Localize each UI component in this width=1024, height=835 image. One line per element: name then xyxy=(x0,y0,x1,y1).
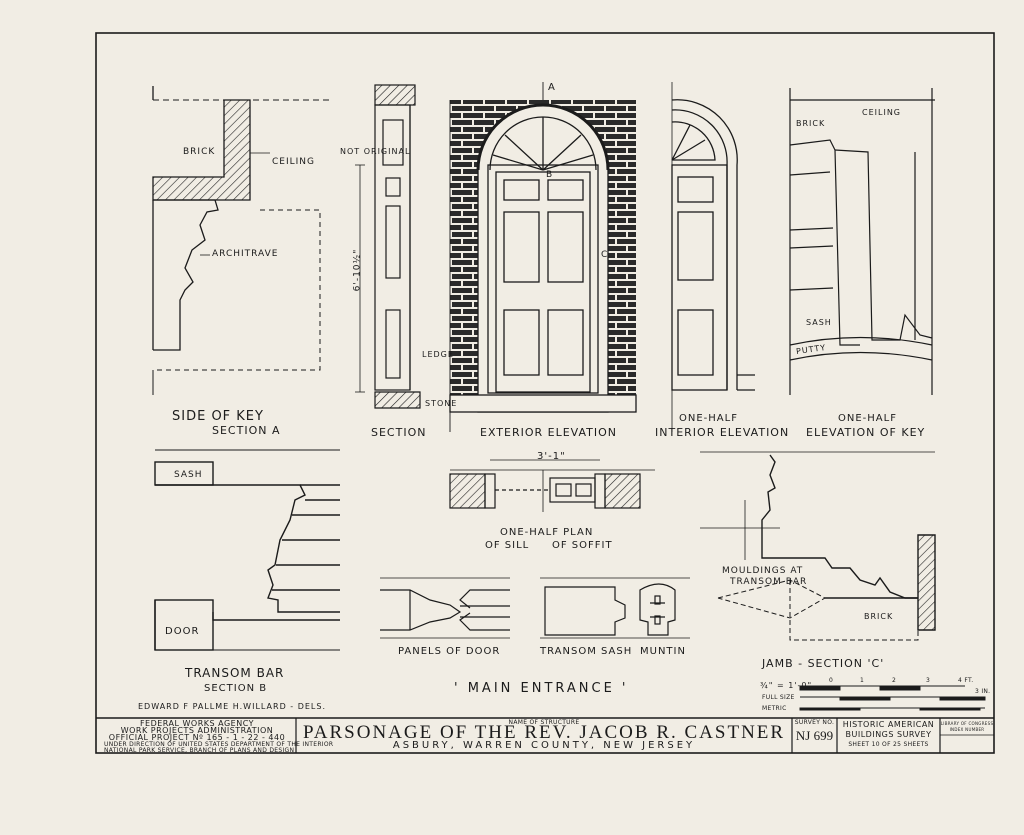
label-mark-c: C xyxy=(601,250,609,260)
scale-tick-2: 2 xyxy=(892,677,897,684)
habs-line-2: BUILDINGS SURVEY xyxy=(845,730,932,739)
transom-sash-drawing xyxy=(540,577,690,639)
scale-tick-0: 0 xyxy=(829,677,834,684)
label-ceiling-key: CEILING xyxy=(862,108,901,117)
label-section-a: SECTION A xyxy=(212,424,281,437)
label-one-half-plan: ONE-HALF PLAN xyxy=(500,527,594,538)
label-one-half-2: ONE-HALF xyxy=(838,413,897,424)
section-drawing xyxy=(355,84,421,409)
label-ceiling-a: CEILING xyxy=(272,157,315,167)
agency-line-3: OFFICIAL PROJECT Nº 165 - 1 - 22 - 440 xyxy=(108,733,286,742)
loc-line-2: INDEX NUMBER xyxy=(949,727,985,732)
label-brick-c: BRICK xyxy=(864,612,894,621)
label-exterior-elevation: EXTERIOR ELEVATION xyxy=(480,426,618,439)
habs-line-1: HISTORIC AMERICAN xyxy=(842,720,935,729)
label-ledge: LEDGE xyxy=(422,350,454,359)
label-mark-b: B xyxy=(546,170,554,180)
scale-tick-1: 1 xyxy=(860,677,865,684)
side-of-key-drawing xyxy=(152,86,330,395)
scale-label-full-size: FULL SIZE xyxy=(762,694,795,701)
label-of-soffit: OF SOFFIT xyxy=(552,540,613,551)
scale-label-inches: 3 IN. xyxy=(975,688,991,695)
agency-line-2: WORK PROJECTS ADMINISTRATION xyxy=(120,726,274,735)
label-width-dimension: 3'-1" xyxy=(537,451,566,462)
label-mouldings-2: TRANSOM BAR xyxy=(730,577,808,587)
label-one-half-1: ONE-HALF xyxy=(679,413,738,424)
sheet-number: SHEET 10 OF 25 SHEETS xyxy=(848,741,929,748)
label-mark-a: A xyxy=(548,82,556,93)
scale-label-feet: 4 FT. xyxy=(958,677,974,684)
label-elevation-of-key: ELEVATION OF KEY xyxy=(806,426,926,439)
scale-tick-3: 3 xyxy=(926,677,931,684)
scale-bar xyxy=(799,685,986,711)
jamb-section-drawing xyxy=(700,451,936,641)
scale-label-metric: METRIC xyxy=(762,705,787,712)
label-section-b: SECTION B xyxy=(204,683,268,694)
agency-line-1: FEDERAL WORKS AGENCY xyxy=(139,719,255,728)
label-interior-elevation: INTERIOR ELEVATION xyxy=(655,426,790,439)
agency-line-5: NATIONAL PARK SERVICE, BRANCH OF PLANS A… xyxy=(104,747,295,754)
transom-bar-drawing xyxy=(154,449,340,651)
label-panels-of-door: PANELS OF DOOR xyxy=(398,646,501,657)
label-sash-key: SASH xyxy=(806,318,832,327)
survey-no-label: SURVEY NO. xyxy=(794,719,835,726)
label-transom-sash: TRANSOM SASH xyxy=(540,646,633,657)
label-delineators: EDWARD F PALLME H.WILLARD - DELS. xyxy=(138,702,327,711)
survey-number: NJ 699 xyxy=(795,728,834,743)
title-block-lines xyxy=(295,718,994,753)
exterior-elevation-drawing xyxy=(449,82,637,432)
name-of-structure-label: NAME OF STRUCTURE xyxy=(508,719,580,726)
label-muntin: MUNTIN xyxy=(640,646,686,657)
label-brick-key: BRICK xyxy=(796,119,826,128)
label-section: SECTION xyxy=(371,426,427,439)
label-door-b: DOOR xyxy=(165,626,200,637)
label-height-dimension: 6'-10½" xyxy=(352,248,363,292)
panels-of-door-drawing xyxy=(380,577,510,639)
label-architrave: ARCHITRAVE xyxy=(212,249,279,259)
label-side-of-key: SIDE OF KEY xyxy=(172,409,264,424)
label-of-sill: OF SILL xyxy=(485,540,530,551)
label-main-entrance: ' MAIN ENTRANCE ' xyxy=(454,681,629,696)
label-sash-b: SASH xyxy=(174,470,203,480)
label-mouldings-1: MOULDINGS AT xyxy=(722,566,804,576)
loc-line-1: LIBRARY OF CONGRESS xyxy=(940,721,994,726)
structure-location: ASBURY, WARREN COUNTY, NEW JERSEY xyxy=(392,740,696,751)
label-stone: STONE xyxy=(425,399,458,408)
plan-drawing xyxy=(449,459,655,512)
structure-name: PARSONAGE OF THE REV. JACOB R. CASTNER xyxy=(302,722,786,743)
key-elevation-drawing xyxy=(789,88,935,395)
label-not-original: NOT ORIGINAL xyxy=(340,147,411,156)
label-brick-a: BRICK xyxy=(183,147,216,157)
label-jamb-section: JAMB - SECTION 'C' xyxy=(762,657,885,670)
interior-elevation-drawing xyxy=(671,82,755,432)
scale-label-architectural: ¾" = 1'-0" xyxy=(760,681,813,690)
agency-line-4: UNDER DIRECTION OF UNITED STATES DEPARTM… xyxy=(104,741,334,748)
sheet-border xyxy=(95,32,995,754)
label-transom-bar: TRANSOM BAR xyxy=(185,666,285,680)
